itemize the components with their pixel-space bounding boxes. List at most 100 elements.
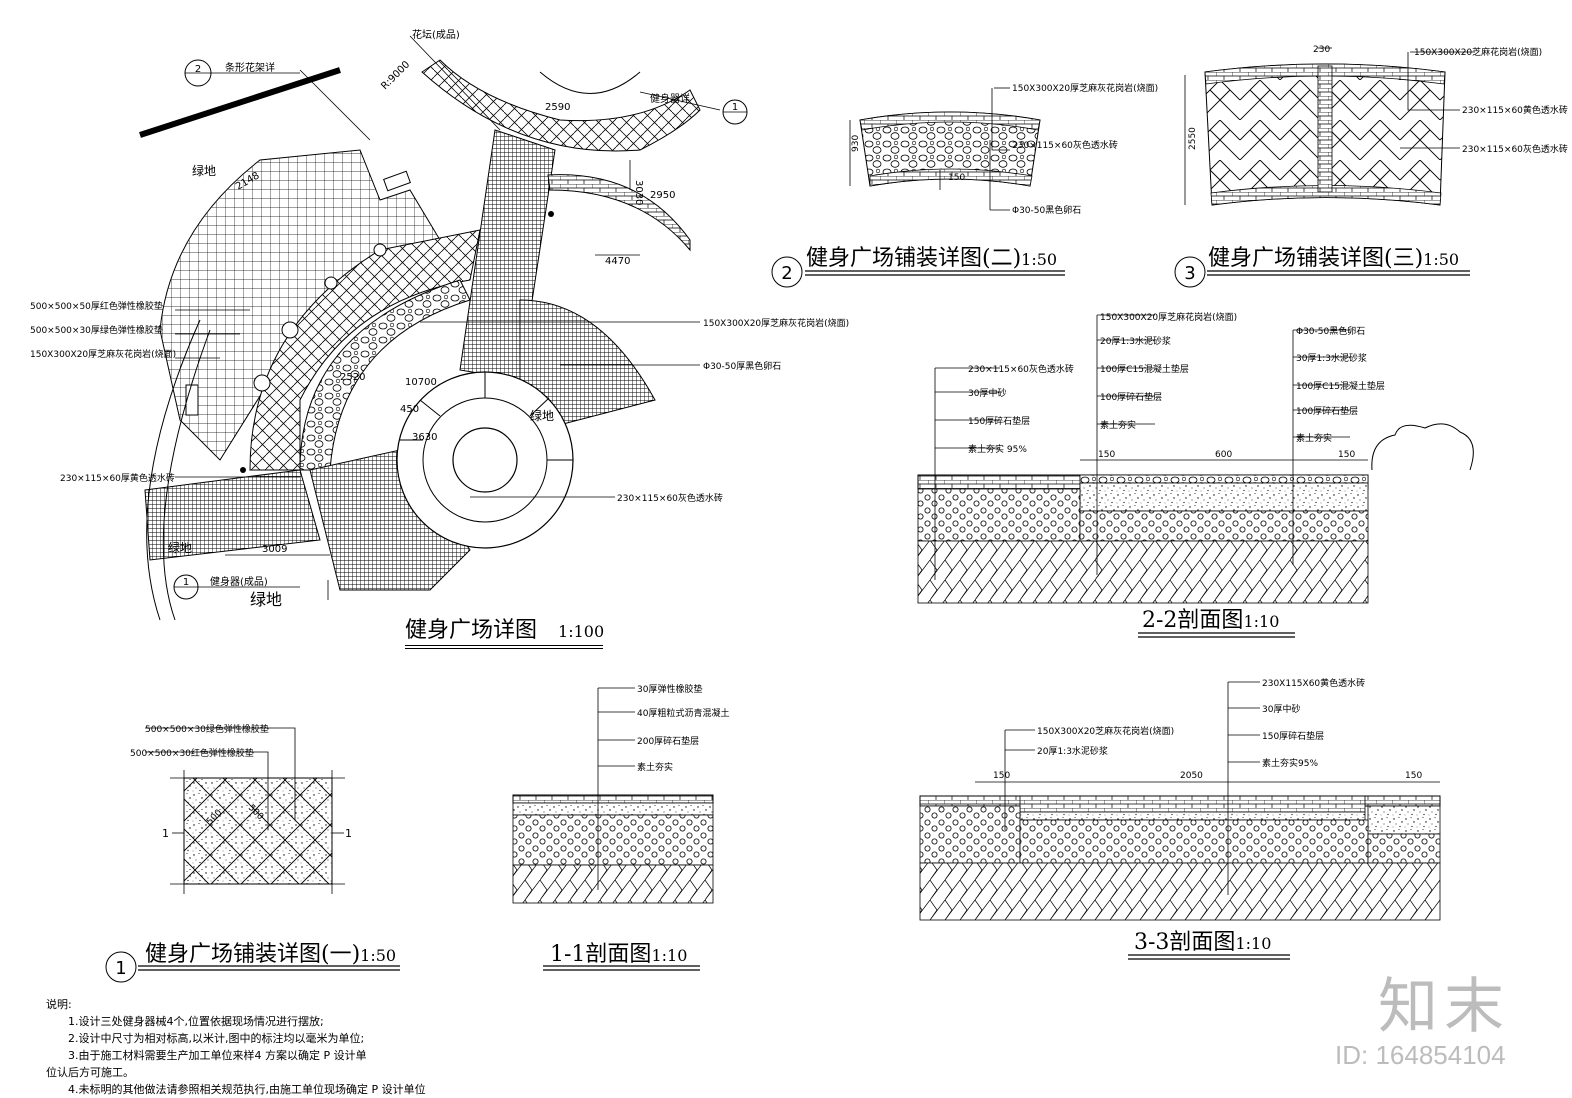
section22-label: Φ30-50黑色卵石 (1296, 325, 1365, 337)
main-plan-title: 健身广场详图 1:100 (405, 618, 604, 645)
section33-label: 230X115X60黄色透水砖 (1262, 677, 1365, 689)
detail2-dim: 150 (948, 173, 965, 183)
bench-symbol (185, 384, 199, 416)
section22-label: 素土夯实 (1296, 432, 1332, 444)
section22-dim: 150 (1098, 450, 1115, 460)
callout-text: 500×500×30厚绿色弹性橡胶垫 (30, 324, 163, 336)
detail2-title: 健身广场铺装详图(二)1:50 (806, 246, 1057, 273)
detail3-dim: 230 (1313, 45, 1330, 55)
detail-1: 500×500×30绿色弹性橡胶垫 500×500×30红色弹性橡胶垫 500 … (105, 723, 400, 983)
dim-label: 450 (400, 404, 419, 415)
section11-label: 200厚碎石垫层 (637, 735, 699, 747)
section22-label: 150X300X20厚芝麻花岗岩(烧面) (1100, 311, 1237, 323)
callout-text: 150X300X20厚芝麻灰花岗岩(烧面) (30, 348, 176, 360)
title-text: 1-1剖面图 (550, 942, 652, 967)
notes-line: 位认后方可施工。 (46, 1066, 134, 1079)
detail1-label: 500×500×30红色弹性橡胶垫 (130, 747, 254, 759)
title-text: 健身广场详图 (405, 618, 538, 643)
section22-label: 100厚C15混凝土垫层 (1296, 380, 1385, 392)
detail3-label: 230×115×60黄色透水砖 (1462, 104, 1568, 116)
detail2-num-circle (771, 256, 803, 288)
section33-label: 素土夯实95% (1262, 757, 1318, 769)
detail1-num-circle (105, 951, 137, 983)
section22-label: 素土夯实 95% (968, 443, 1027, 455)
dot-marker (548, 211, 554, 217)
section33-label: 150X300X20芝麻灰花岗岩(烧面) (1037, 725, 1174, 737)
dot-marker (240, 467, 246, 473)
section22-label: 230×115×60灰色透水砖 (968, 363, 1074, 375)
detail1-title: 健身广场铺装详图(一)1:50 (145, 942, 396, 969)
section33-label: 150厚碎石垫层 (1262, 730, 1324, 742)
main-plan: 2 条形花架详 1 1 健身器(成品) 绿地 绿地 绿地 绿地 花坛(成品) 健… (30, 28, 849, 621)
green-label: 绿地 (168, 540, 192, 555)
detail3-label: 230×115×60灰色透水砖 (1462, 143, 1568, 155)
ref-text: 条形花架详 (225, 61, 275, 74)
dim-label: 2590 (545, 102, 570, 113)
ref-num: 2 (195, 64, 201, 75)
notes-line: 1.设计三处健身器械4个,位置依据现场情况进行摆放; (68, 1015, 324, 1028)
dim-label: 3009 (262, 544, 287, 555)
bench-symbol (383, 170, 411, 192)
title-scale: 1:10 (1235, 934, 1272, 953)
watermark-logo: 知末 (1378, 973, 1510, 1040)
section22-label: 素土夯实 (1100, 419, 1136, 431)
detail1-label: 500×500×30绿色弹性橡胶垫 (145, 723, 269, 735)
ref-text: 健身器(成品) (210, 575, 268, 588)
detail1-num: 1 (115, 958, 126, 979)
ref-circle-1-bottom: 1 健身器(成品) (173, 574, 300, 600)
ref-num: 1 (183, 577, 189, 588)
section11-label: 素土夯实 (637, 761, 673, 773)
title-scale: 1:50 (1021, 250, 1058, 269)
section22-label: 150厚碎石垫层 (968, 415, 1030, 427)
detail3-dim: 2550 (1188, 127, 1198, 150)
detail2-label: 230×115×60灰色透水砖 (1012, 139, 1118, 151)
green-label: 绿地 (530, 408, 554, 423)
top-right-label: 健身器详 (650, 92, 690, 105)
tree-symbol (373, 243, 387, 257)
notes-block: 说明: 1.设计三处健身器械4个,位置依据现场情况进行摆放; 2.设计中尺寸为相… (46, 996, 426, 1098)
section-3-3: 230X115X60黄色透水砖 30厚中砂 150厚碎石垫层 素土夯实95% 1… (919, 677, 1441, 960)
section22-label: 30厚中砂 (968, 387, 1006, 399)
dim-label: R:9000 (379, 59, 412, 92)
section33-title: 3-3剖面图1:10 (1134, 930, 1271, 957)
detail2-num: 2 (781, 263, 792, 284)
section22-title: 2-2剖面图1:10 (1142, 608, 1279, 635)
title-text: 健身广场铺装详图(三) (1208, 246, 1424, 271)
detail2-label: 150X300X20厚芝麻灰花岗岩(烧面) (1012, 82, 1158, 94)
fence-line (139, 67, 341, 138)
tree-symbol (281, 321, 299, 339)
cut-mark: 1 (162, 827, 169, 840)
section33-dim: 150 (993, 771, 1010, 781)
top-label: 花坛(成品) (412, 28, 460, 41)
detail3-label: 150X300X20芝麻花岗岩(烧面) (1414, 46, 1542, 58)
dim-label: 2950 (650, 190, 675, 201)
callout-text: 230×115×60灰色透水砖 (617, 492, 723, 504)
section33-label: 20厚1:3水泥砂浆 (1037, 745, 1108, 757)
cut-mark: 1 (345, 827, 352, 840)
detail-3: 150X300X20芝麻花岗岩(烧面) 230×115×60黄色透水砖 230×… (1174, 45, 1568, 288)
title-scale: 1:50 (1423, 250, 1460, 269)
detail2-label: Φ30-50黑色卵石 (1012, 204, 1081, 216)
section33-dim: 2050 (1180, 771, 1203, 781)
title-text: 健身广场铺装详图(一) (145, 942, 361, 967)
watermark-id: ID: 164854104 (1335, 1040, 1506, 1070)
section22-dim: 150 (1338, 450, 1355, 460)
notes-line: 4.未标明的其他做法请参照相关规范执行,由施工单位现场确定 P 设计单位 (68, 1083, 426, 1096)
shrub-symbol (1371, 423, 1474, 471)
callout-text: 230×115×60厚黄色透水砖 (60, 472, 175, 484)
lower-fan (309, 449, 471, 591)
section22-label: 100厚碎石垫层 (1100, 391, 1162, 403)
detail-2: 150X300X20厚芝麻灰花岗岩(烧面) 230×115×60灰色透水砖 Φ3… (771, 82, 1158, 288)
green-label: 绿地 (192, 163, 216, 178)
title-scale: 1:10 (1243, 612, 1280, 631)
circular-plaza (396, 371, 574, 549)
notes-line: 3.由于施工材料需要生产加工单位来样4 方案以确定 P 设计单 (68, 1049, 367, 1062)
section22-label: 100厚碎石垫层 (1296, 405, 1358, 417)
top-arc-band (421, 59, 701, 152)
callout-text: Φ30-50厚黑色卵石 (703, 360, 781, 372)
section33-label: 30厚中砂 (1262, 703, 1300, 715)
tree-symbol (324, 276, 338, 290)
ref-circle-2: 2 条形花架详 (184, 59, 300, 87)
dim-label: 3030 (633, 180, 644, 205)
